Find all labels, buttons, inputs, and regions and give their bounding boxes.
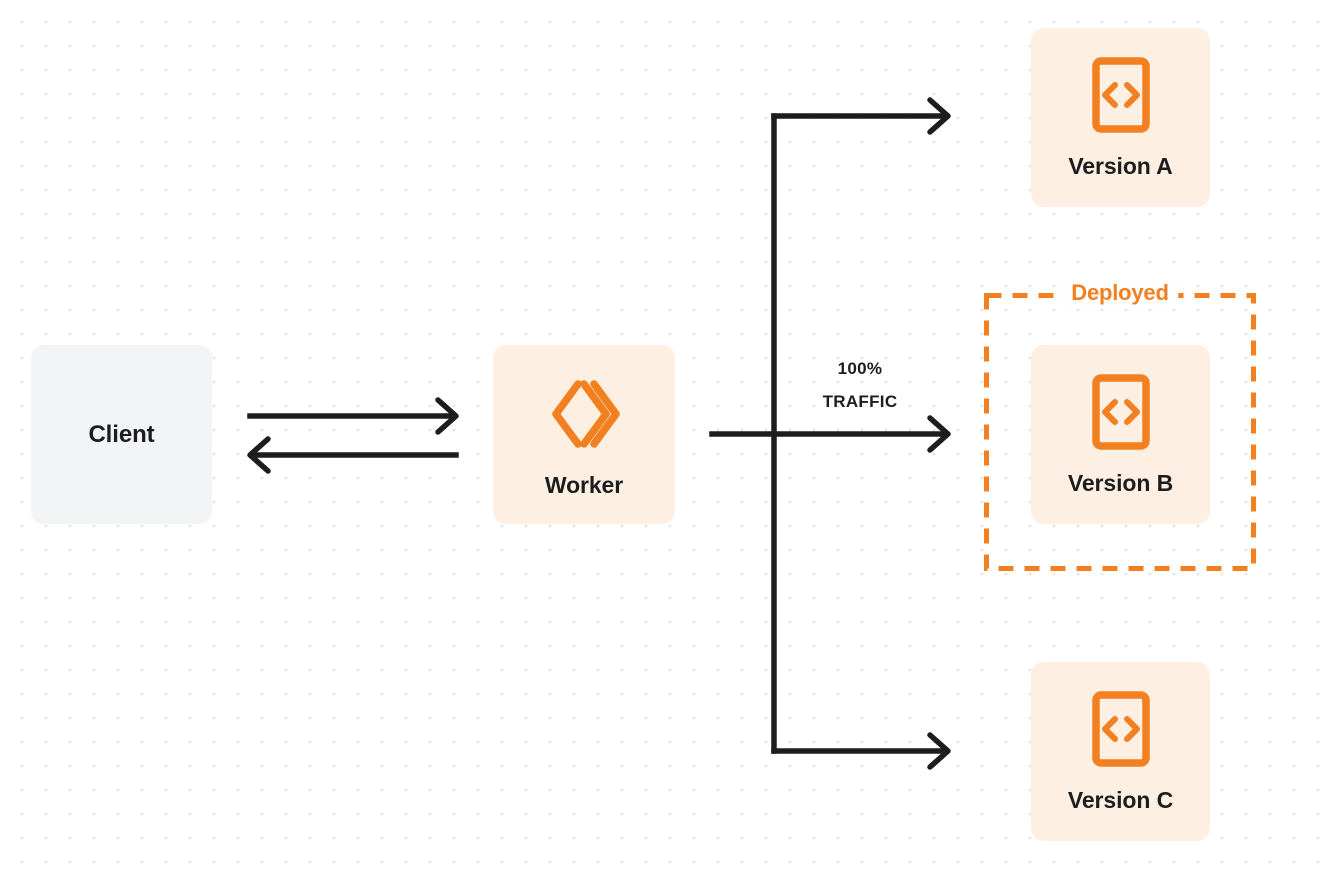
edge-worker-to-version-b xyxy=(709,415,951,453)
node-worker-label: Worker xyxy=(544,472,624,498)
node-version-a[interactable]: Version A xyxy=(1031,28,1210,207)
node-client-label: Client xyxy=(88,420,155,448)
node-worker[interactable]: Worker xyxy=(493,345,675,524)
node-version-b-label: Version B xyxy=(1067,470,1174,496)
edge-client-to-worker xyxy=(247,397,459,435)
deployed-group: Deployed xyxy=(984,279,1256,571)
deployed-group-title: Deployed xyxy=(1061,279,1179,307)
traffic-percent: 100% xyxy=(837,359,883,378)
edge-worker-to-version-a xyxy=(771,97,951,135)
node-version-c-label: Version C xyxy=(1067,787,1174,813)
edge-worker-to-client xyxy=(247,436,459,474)
traffic-word: TRAFFIC xyxy=(822,392,898,411)
code-file-icon xyxy=(1091,57,1150,133)
node-client[interactable]: Client xyxy=(31,345,212,524)
code-file-icon xyxy=(1091,691,1150,767)
node-version-c[interactable]: Version C xyxy=(1031,662,1210,841)
node-version-a-label: Version A xyxy=(1068,153,1173,179)
cloudflare-workers-logo-icon xyxy=(542,372,626,456)
edge-worker-to-version-c xyxy=(771,732,951,770)
traffic-label: 100% TRAFFIC xyxy=(774,352,946,418)
code-file-icon xyxy=(1091,374,1150,450)
node-version-b[interactable]: Version B xyxy=(1031,345,1210,524)
